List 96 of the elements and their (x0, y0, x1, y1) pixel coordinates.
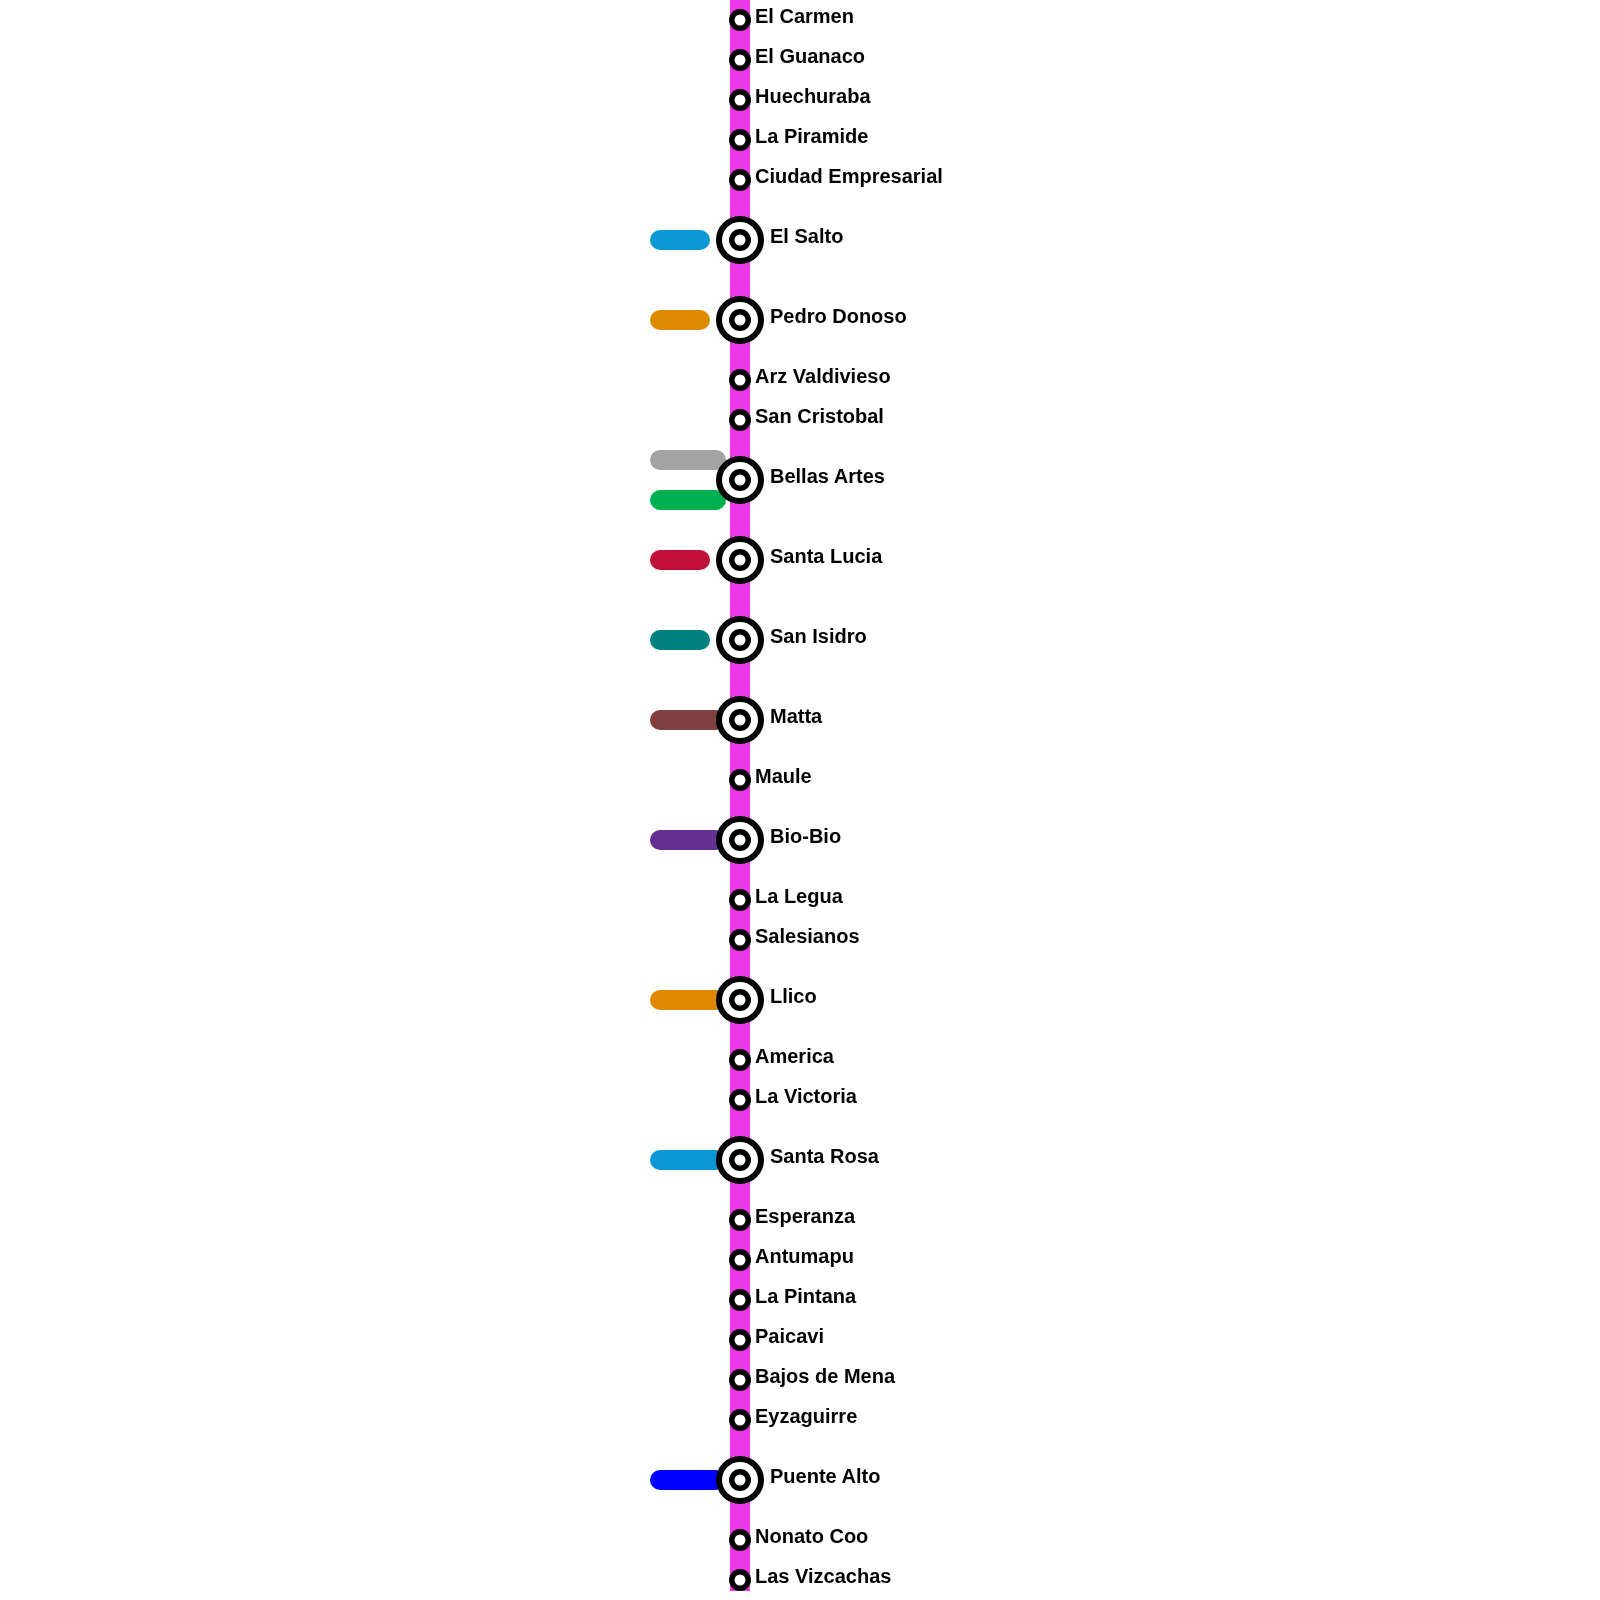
station-name: Pedro Donoso (770, 305, 907, 327)
line-segment (730, 431, 750, 456)
station (716, 696, 823, 744)
line-segment (730, 1311, 750, 1329)
station-name: Eyzaguirre (755, 1405, 858, 1427)
station-name: Bellas Artes (770, 465, 885, 487)
station-name: Esperanza (755, 1205, 856, 1227)
station-name: Santa Lucia (770, 545, 883, 567)
station-name: Ciudad Empresarial (755, 165, 943, 187)
station (716, 456, 885, 504)
station (716, 216, 844, 264)
station (729, 1049, 834, 1071)
station-name: Bajos de Mena (755, 1365, 896, 1387)
station-name: La Legua (755, 885, 843, 907)
station (729, 1329, 824, 1351)
line-segment (730, 791, 750, 816)
station (729, 1209, 856, 1231)
station (729, 169, 943, 191)
station-name: La Piramide (755, 125, 869, 147)
line-segment (730, 1271, 750, 1289)
line-segment (730, 1111, 750, 1136)
station (729, 1289, 857, 1311)
line-segment (730, 1024, 750, 1049)
line-segment (730, 1391, 750, 1409)
transfer-line-stub (650, 490, 726, 510)
station-name: Nonato Coo (755, 1525, 869, 1547)
station (716, 816, 842, 864)
station-name: San Cristobal (755, 405, 884, 427)
station-name: Matta (770, 705, 823, 727)
station (729, 1369, 896, 1391)
transfer-line-stub (650, 310, 710, 330)
line-segment (730, 1351, 750, 1369)
line-segment (730, 71, 750, 89)
station (716, 1456, 881, 1504)
station-name: Paicavi (755, 1325, 824, 1347)
station-name: Salesianos (755, 925, 860, 947)
station (729, 1409, 858, 1431)
station-name: America (755, 1045, 834, 1067)
station (729, 129, 869, 151)
line-segment (730, 0, 750, 9)
line-segment (730, 264, 750, 296)
station-name: Huechuraba (755, 85, 871, 107)
station (729, 1249, 854, 1271)
transfer-line-stub (650, 450, 726, 470)
station (716, 616, 867, 664)
line-segment (730, 1504, 750, 1529)
station (729, 889, 843, 911)
station (729, 1569, 892, 1591)
line-segment (730, 1431, 750, 1456)
line-segment (730, 391, 750, 409)
line-segment (730, 1231, 750, 1249)
station-name: San Isidro (770, 625, 867, 647)
station-name: El Salto (770, 225, 844, 247)
station (729, 89, 871, 111)
transfer-line-stub (650, 230, 710, 250)
station-name: El Guanaco (755, 45, 866, 67)
station-name: Antumapu (755, 1245, 854, 1267)
station (729, 1529, 869, 1551)
line-segment (730, 951, 750, 976)
line-segment (730, 744, 750, 769)
station (716, 976, 817, 1024)
line-segment (730, 191, 750, 216)
station (716, 536, 883, 584)
station (716, 296, 907, 344)
station-name: Santa Rosa (770, 1145, 879, 1167)
station (729, 369, 891, 391)
station-name: La Victoria (755, 1085, 857, 1107)
line-segment (730, 111, 750, 129)
station (729, 929, 860, 951)
station-name: El Carmen (755, 5, 854, 27)
line-segment (730, 344, 750, 369)
station (729, 409, 884, 431)
station (729, 9, 854, 31)
line-segment (730, 664, 750, 696)
station (716, 1136, 879, 1184)
transfer-line-stub (650, 550, 710, 570)
line-segment (730, 864, 750, 889)
station-name: La Pintana (755, 1285, 857, 1307)
line-segment (730, 31, 750, 49)
station-name: Puente Alto (770, 1465, 881, 1487)
station-name: Las Vizcachas (755, 1565, 892, 1587)
station-name: Llico (770, 985, 817, 1007)
station-name: Bio-Bio (770, 825, 842, 847)
line-segment (730, 911, 750, 929)
station (729, 1089, 857, 1111)
line-segment (730, 151, 750, 169)
station-name: Arz Valdivieso (755, 365, 891, 387)
line-segment (730, 1071, 750, 1089)
line-segment (730, 1184, 750, 1209)
station (729, 49, 866, 71)
station (729, 769, 812, 791)
station-name: Maule (755, 765, 812, 787)
transfer-line-stub (650, 630, 710, 650)
line-segment (730, 504, 750, 536)
line-segment (730, 1551, 750, 1569)
line-segment (730, 584, 750, 616)
